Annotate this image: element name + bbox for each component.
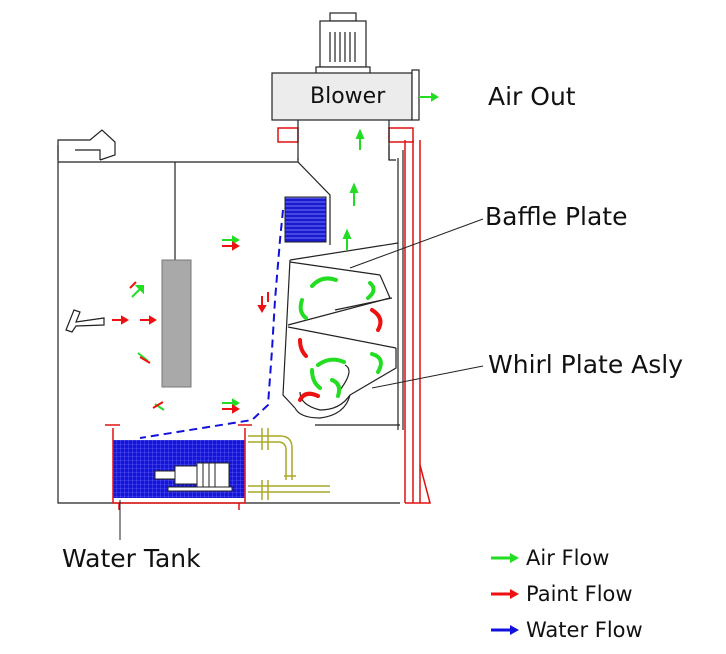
legend-label: Water Flow — [526, 618, 643, 642]
motor-top — [315, 12, 371, 75]
legend-label: Paint Flow — [526, 582, 633, 606]
legend-item-air: Air Flow — [490, 546, 609, 570]
air-out-label: Air Out — [488, 82, 576, 111]
air-arrow-icon — [491, 553, 519, 563]
baffle-plate-label: Baffle Plate — [485, 202, 628, 231]
blower-housing — [271, 69, 420, 121]
whirl-arcs — [298, 276, 383, 402]
exhaust-duct — [277, 120, 414, 430]
paint-arrow-icon — [491, 589, 519, 599]
air-flow-arrows — [131, 92, 439, 411]
water-tank-label: Water Tank — [62, 544, 201, 573]
legend-item-water: Water Flow — [490, 618, 643, 642]
paint-flow-arrows — [112, 241, 269, 414]
leader-lines — [119, 218, 484, 540]
water-tank — [105, 424, 252, 510]
whirl-plate-label: Whirl Plate Asly — [488, 350, 684, 379]
water-piping — [248, 428, 330, 500]
legend-label: Air Flow — [526, 546, 610, 570]
spray-gun-icon — [65, 309, 105, 333]
legend-item-paint: Paint Flow — [490, 582, 633, 606]
hanging-part — [161, 162, 192, 388]
water-arrow-icon — [491, 625, 519, 635]
booth-walls — [57, 129, 400, 504]
water-flow-path — [139, 209, 284, 439]
baffle-plates — [282, 242, 399, 419]
blower-label: Blower — [310, 84, 386, 109]
right-frame — [404, 140, 431, 504]
cooling-coil — [284, 196, 327, 243]
